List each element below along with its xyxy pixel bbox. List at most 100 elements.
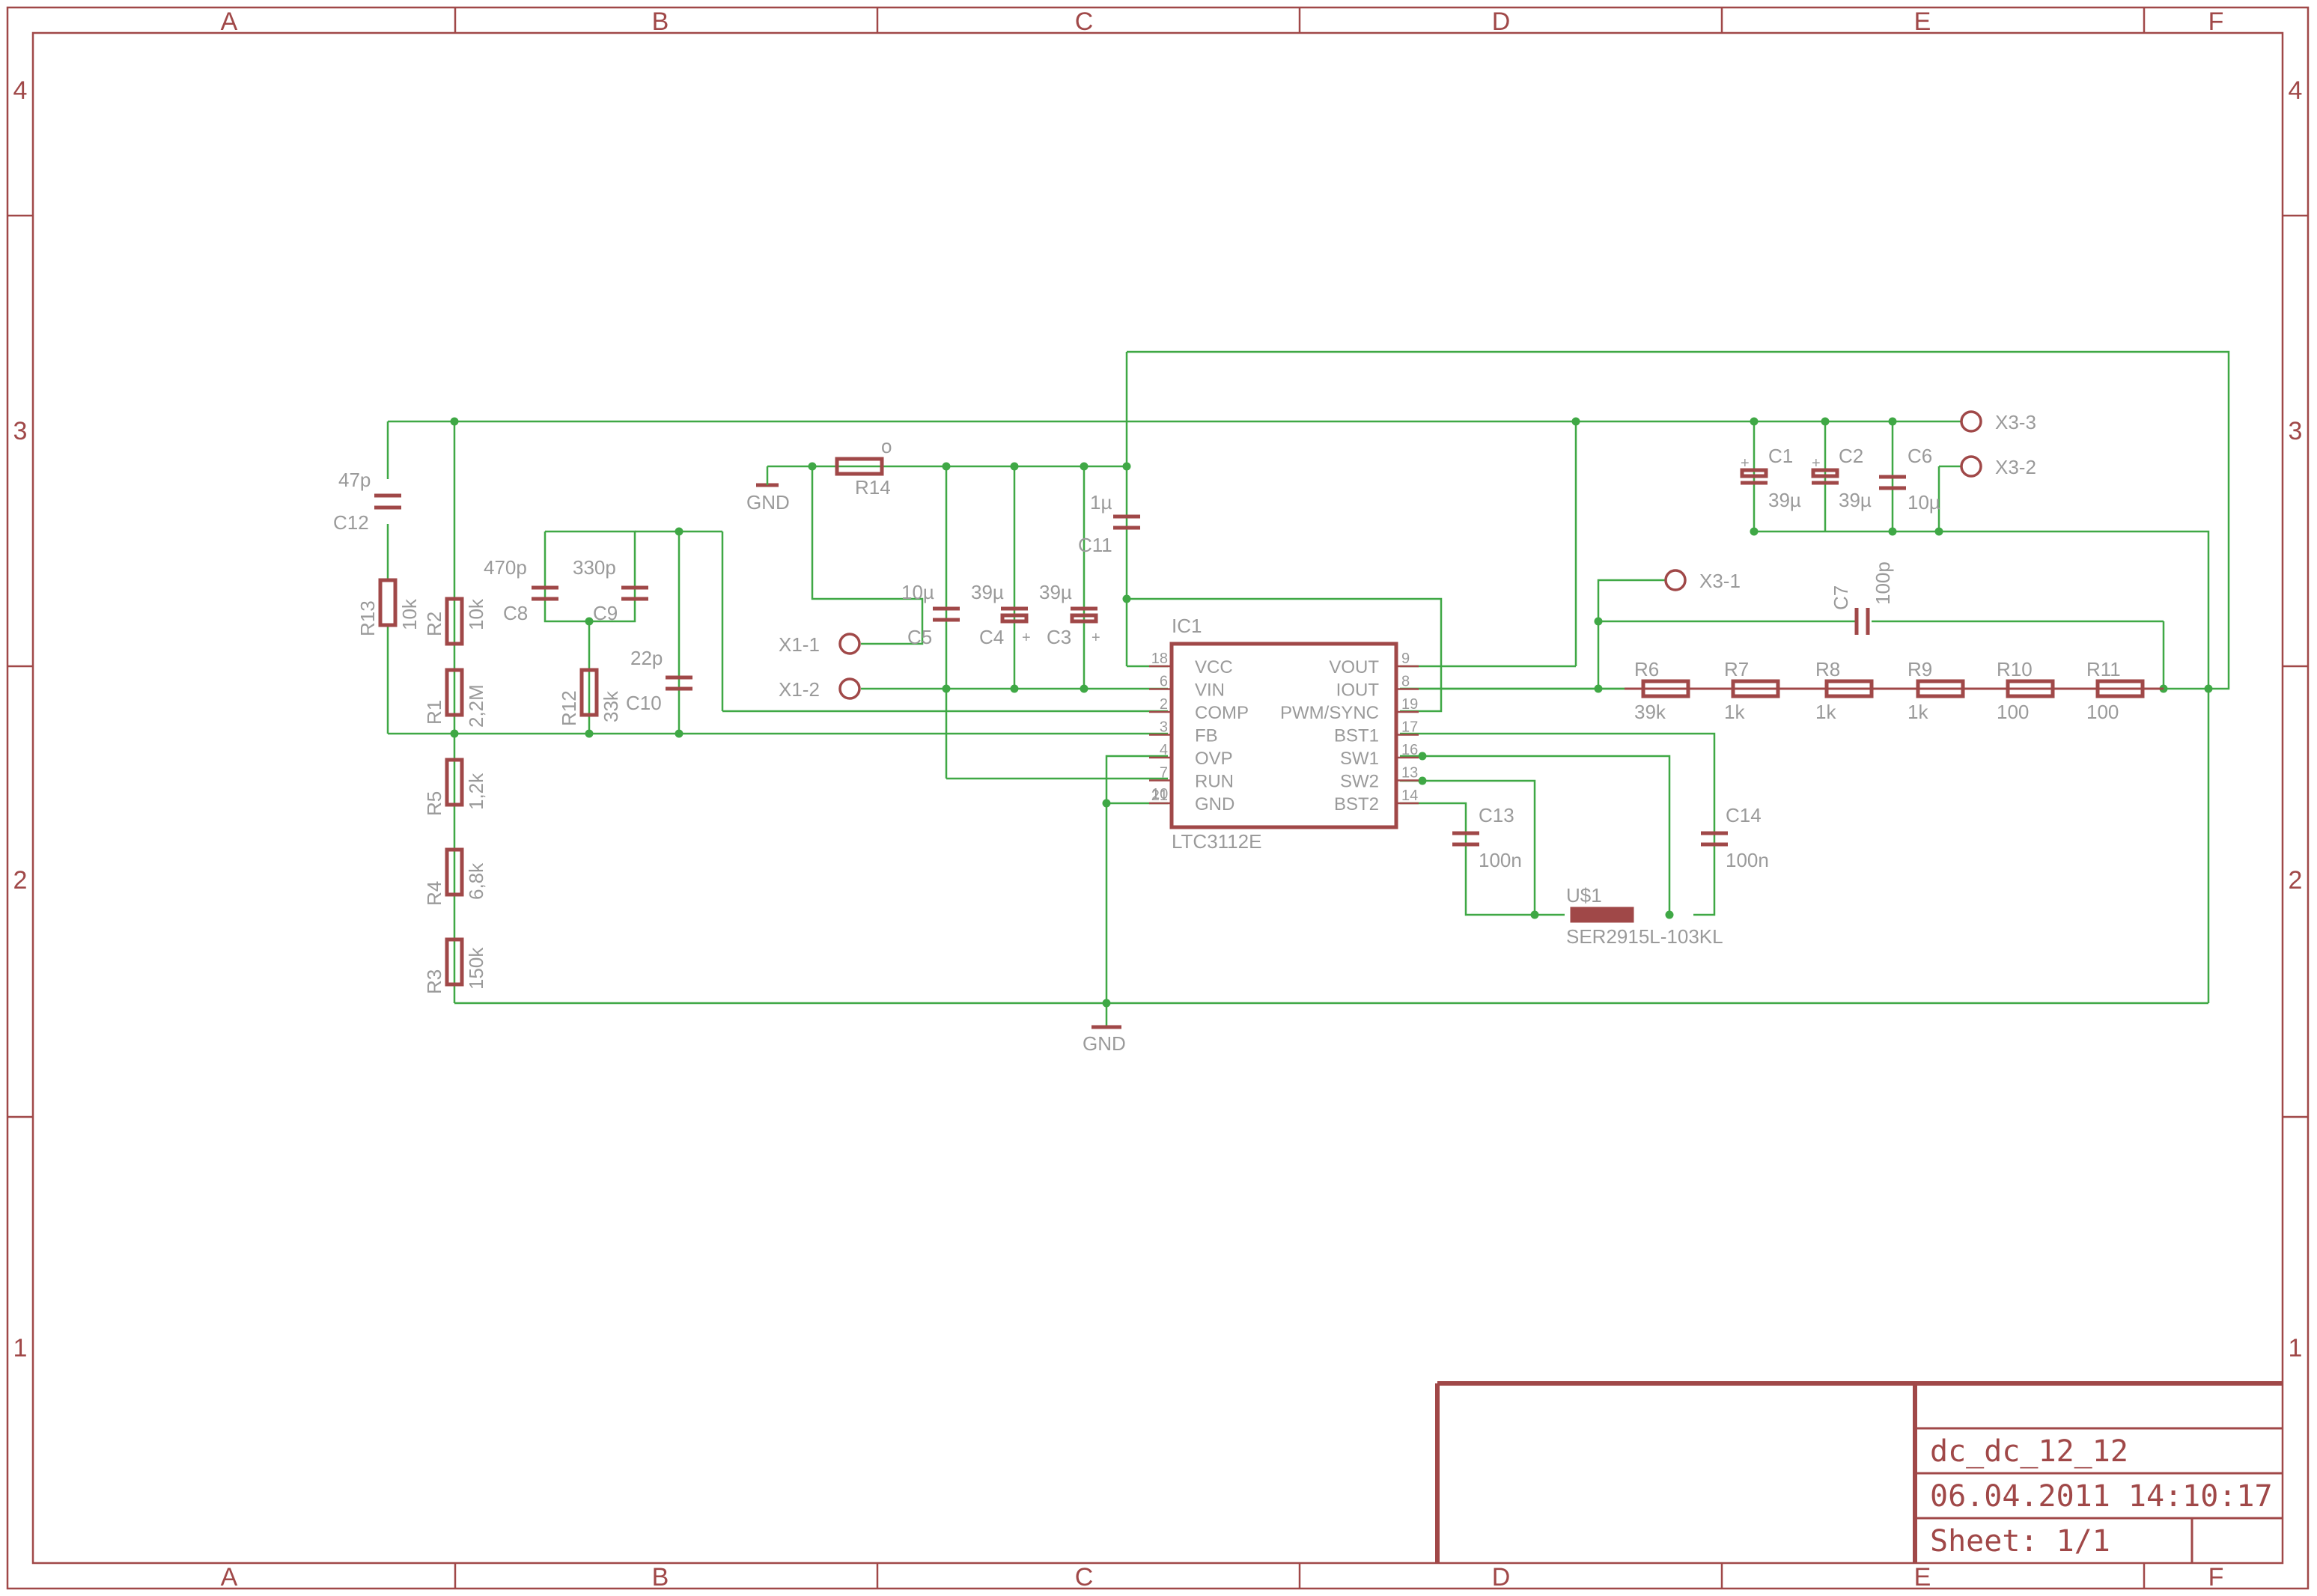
ic-pin-name: OVP	[1195, 749, 1233, 769]
ic-pin-name: VCC	[1195, 657, 1233, 677]
ic-pin-number: 14	[1401, 788, 1418, 804]
c2-ref: C2	[1839, 445, 1863, 467]
r1-ref: R1	[423, 700, 445, 725]
wire-junction	[1418, 776, 1427, 785]
title-block-sheet: Sheet: 1/1	[1930, 1524, 2110, 1559]
wire-junction	[1571, 417, 1580, 426]
row-label: 1	[13, 1334, 28, 1362]
ic-pin-number: 2	[1160, 696, 1168, 713]
title-block-name: dc_dc_12_12	[1930, 1434, 2128, 1469]
connector-x3-3: X3-3	[1995, 411, 2036, 433]
ic-value: LTC3112E	[1172, 830, 1261, 853]
title-block-date: 06.04.2011 14:10:17	[1930, 1479, 2273, 1514]
r2-ref: R2	[423, 612, 445, 636]
ic-pin-number: 4	[1160, 742, 1168, 758]
ic-pin-number: 9	[1401, 651, 1410, 667]
ic-pin-name: VIN	[1195, 680, 1225, 701]
r14-ref: R14	[855, 476, 891, 499]
wire-junction	[1010, 462, 1019, 471]
row-label: 4	[13, 76, 28, 105]
ic-pin-number: 21	[1151, 788, 1168, 804]
c1-value: 39µ	[1768, 489, 1801, 511]
c8-value: 470p	[484, 556, 527, 579]
c14-ref: C14	[1726, 804, 1762, 826]
wire-junction	[1122, 594, 1131, 603]
ic-pin-name: FB	[1195, 726, 1218, 746]
ic-pin-number: 8	[1401, 674, 1410, 690]
r14-value: o	[881, 435, 892, 457]
c7-ref: C7	[1830, 585, 1852, 610]
r11-value: 100	[2086, 701, 2119, 723]
r8-value: 1k	[1815, 701, 1836, 723]
r6-ref: R6	[1634, 658, 1659, 680]
c5-ref: C5	[907, 626, 932, 648]
r12-ref: R12	[558, 690, 580, 726]
r11-ref: R11	[2086, 658, 2121, 680]
wire-junction	[1102, 999, 1111, 1008]
wire-junction	[1665, 910, 1674, 919]
connector-x1-2: X1-2	[779, 678, 820, 701]
row-label: 1	[2289, 1334, 2303, 1362]
wire-junction	[808, 462, 817, 471]
gnd-bottom-label: GND	[1083, 1032, 1126, 1055]
r4-ref: R4	[423, 881, 445, 906]
r5-value: 1,2k	[465, 773, 487, 810]
wire-junction	[1888, 527, 1897, 536]
column-label: A	[221, 1563, 238, 1592]
ic-pin-name: BST2	[1334, 794, 1379, 814]
part-labels: 47p C12 R13 10k R2 10k R1 2,2M R5 1,2k R…	[333, 435, 2121, 994]
wire-junction	[1418, 752, 1427, 761]
u1-ref: U$1	[1566, 884, 1602, 907]
wire-junction	[675, 527, 683, 536]
c9-ref: C9	[593, 602, 618, 624]
column-label: E	[1914, 1563, 1931, 1592]
r7-value: 1k	[1724, 701, 1745, 723]
column-label: D	[1492, 1563, 1511, 1592]
wire-junction	[1594, 684, 1603, 693]
svg-text:+: +	[1741, 455, 1750, 472]
r6-value: 39k	[1634, 701, 1666, 723]
ic-pin-number: 7	[1160, 765, 1168, 782]
c14-value: 100n	[1726, 849, 1769, 871]
ic-pin-name: SW2	[1340, 772, 1379, 792]
ic-pin-number: 16	[1401, 742, 1418, 758]
c7-value: 100p	[1872, 561, 1894, 605]
r8-ref: R8	[1815, 658, 1840, 680]
c6-ref: C6	[1908, 445, 1932, 467]
r4-value: 6,8k	[465, 862, 487, 900]
c1-ref: C1	[1768, 445, 1793, 467]
c12-ref: C12	[333, 511, 369, 534]
r9-value: 1k	[1908, 701, 1928, 723]
c4-ref: C4	[979, 626, 1004, 648]
connector-x3-2: X3-2	[1995, 456, 2036, 478]
ic-pin-name: COMP	[1195, 703, 1249, 723]
ic-pin-number: 6	[1160, 674, 1168, 690]
wire-junction	[1750, 527, 1759, 536]
r1-value: 2,2M	[465, 684, 487, 728]
r3-ref: R3	[423, 969, 445, 994]
wire-junction	[1594, 617, 1603, 626]
ic-pin-name: VOUT	[1329, 657, 1379, 677]
column-label: B	[652, 1563, 669, 1592]
connectors: X1-1 X1-2 X3-1 X3-2 X3-3	[779, 410, 2036, 701]
row-label: 2	[2289, 866, 2303, 895]
c11-ref: C11	[1078, 534, 1112, 556]
c13-ref: C13	[1479, 804, 1514, 826]
ic-pin-name: PWM/SYNC	[1280, 703, 1379, 723]
c11-value: 1µ	[1090, 491, 1112, 514]
svg-text:+: +	[1091, 630, 1100, 646]
wire-junction	[1080, 462, 1089, 471]
wire-junction	[1888, 417, 1897, 426]
wire-junction	[942, 684, 951, 693]
ic-pin-number: 18	[1151, 651, 1168, 667]
gnd-top-label: GND	[746, 491, 790, 514]
r10-value: 100	[1997, 701, 2029, 723]
row-label: 4	[2289, 76, 2303, 105]
r2-value: 10k	[465, 598, 487, 630]
ic-pin-name: BST1	[1334, 726, 1379, 746]
row-label: 3	[13, 417, 28, 445]
r13-value: 10k	[398, 598, 421, 630]
